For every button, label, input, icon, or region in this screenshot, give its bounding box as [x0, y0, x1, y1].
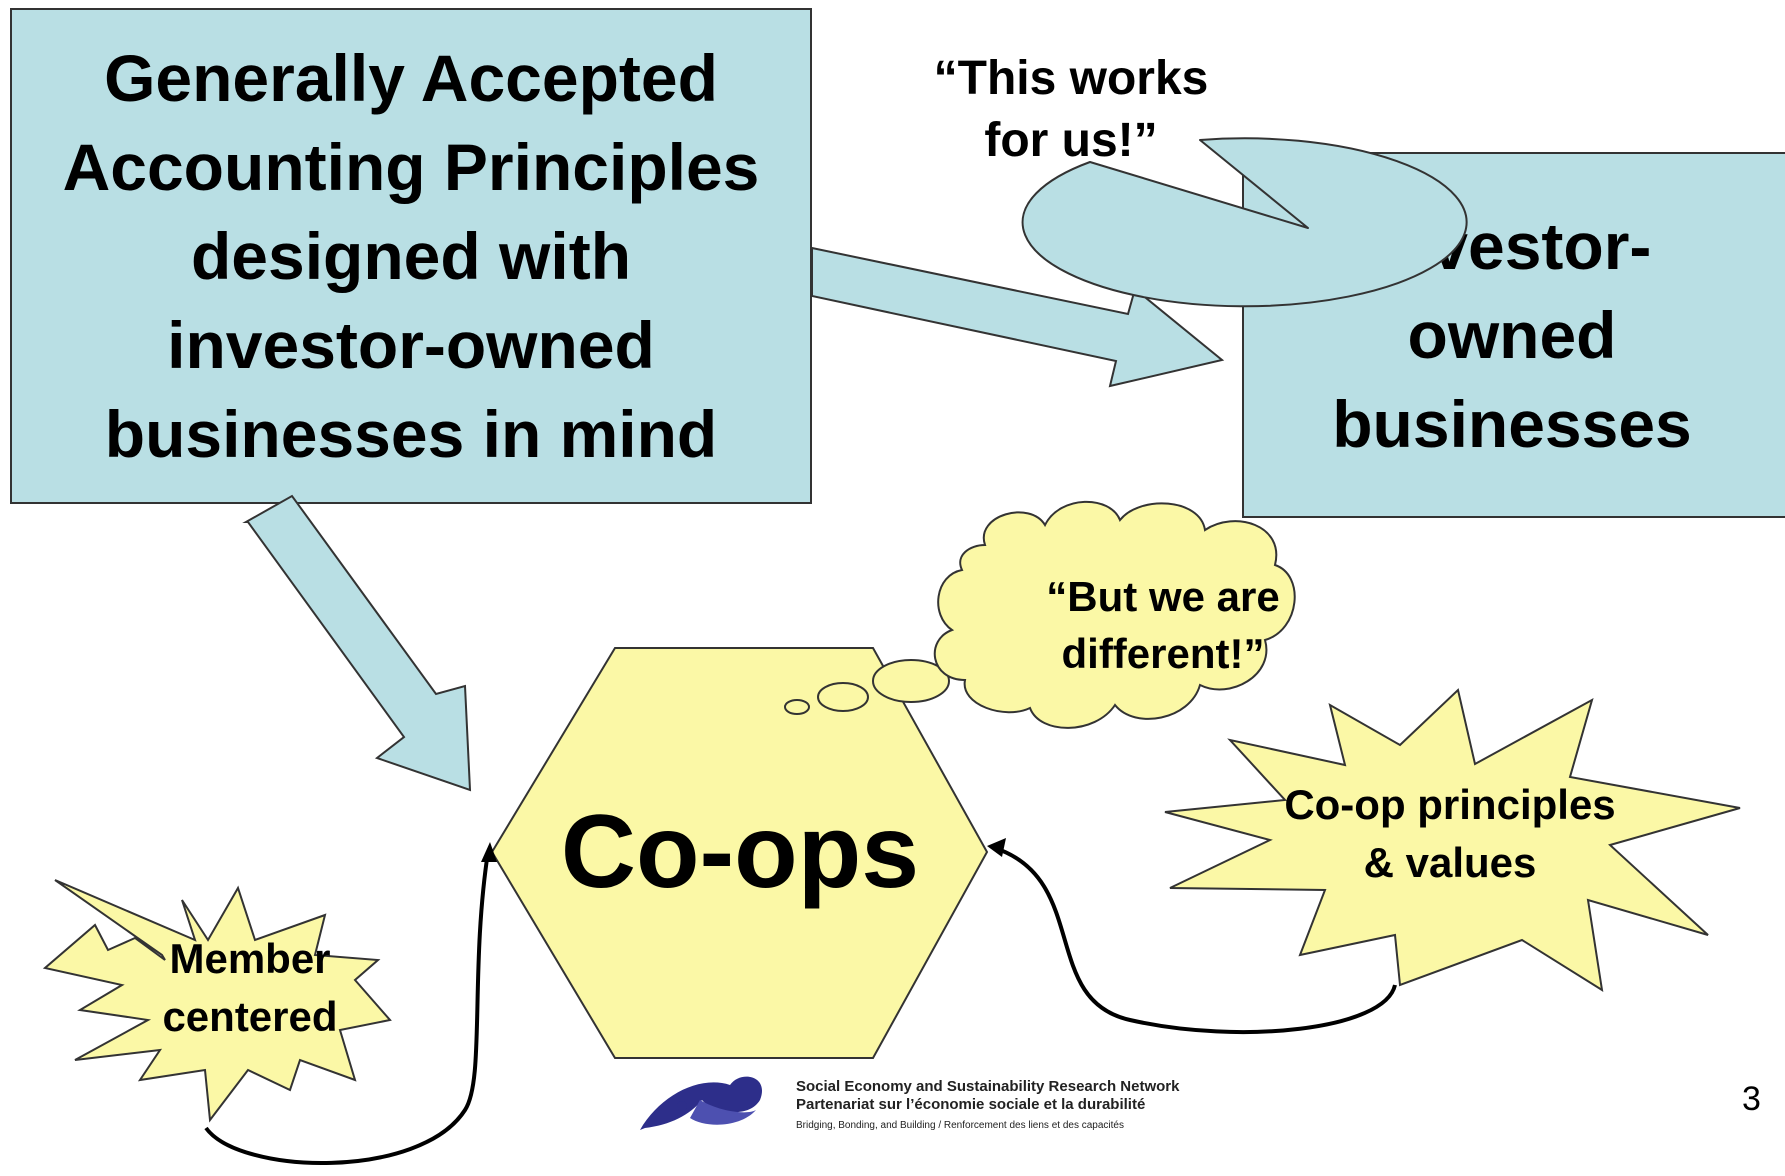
iob-line-2: owned — [1407, 297, 1617, 372]
coops-label: Co-ops — [560, 794, 920, 910]
curve-principles-to-coops — [994, 846, 1397, 1035]
investor-owned-box: Investor- owned businesses — [1242, 152, 1785, 518]
network-logo-icon — [640, 1076, 763, 1130]
thought-line-2: different!” — [1061, 630, 1265, 677]
speech-bubble — [1021, 137, 1468, 308]
footer-org-en: Social Economy and Sustainability Resear… — [796, 1078, 1180, 1095]
principles-line-1: Co-op principles — [1284, 781, 1616, 828]
page-number: 3 — [1742, 1080, 1761, 1118]
thought-cloud — [933, 500, 1296, 729]
star-principles — [1164, 688, 1741, 993]
principles-line-2: & values — [1363, 839, 1537, 886]
thought-dot-medium — [817, 682, 869, 712]
thought-dot-large — [872, 659, 950, 703]
iob-line-3: businesses — [1332, 386, 1692, 461]
speech-bubble-text: “This works for us!” — [926, 48, 1216, 172]
principles-text: Co-op principles & values — [1230, 776, 1670, 892]
member-line-2: centered — [162, 993, 338, 1040]
speech-line-1: “This works — [933, 52, 1209, 105]
thought-dot-small — [784, 699, 810, 715]
member-line-1: Member — [169, 935, 331, 982]
member-text: Member centered — [120, 930, 380, 1046]
thought-bubble-text: “But we are different!” — [1018, 568, 1308, 682]
curve-member-to-coops — [204, 851, 490, 1165]
gaap-line-2: Accounting Principles — [62, 129, 760, 204]
footer-org-fr: Partenariat sur l’économie sociale et la… — [796, 1096, 1146, 1113]
thought-line-1: “But we are — [1046, 573, 1280, 620]
gaap-line-5: businesses in mind — [104, 396, 718, 471]
arrow-to-investor — [811, 246, 1225, 388]
gaap-line-3: designed with — [190, 218, 632, 293]
arrowhead-member — [481, 842, 497, 862]
gaap-line-1: Generally Accepted — [104, 40, 718, 115]
gaap-box: Generally Accepted Accounting Principles… — [10, 8, 812, 504]
arrow-to-coops — [242, 494, 472, 792]
star-member — [42, 879, 392, 1123]
arrowhead-principles — [987, 838, 1006, 857]
speech-line-2: for us!” — [984, 114, 1158, 167]
gaap-line-4: investor-owned — [167, 307, 655, 382]
footer-tagline: Bridging, Bonding, and Building / Renfor… — [796, 1120, 1124, 1131]
